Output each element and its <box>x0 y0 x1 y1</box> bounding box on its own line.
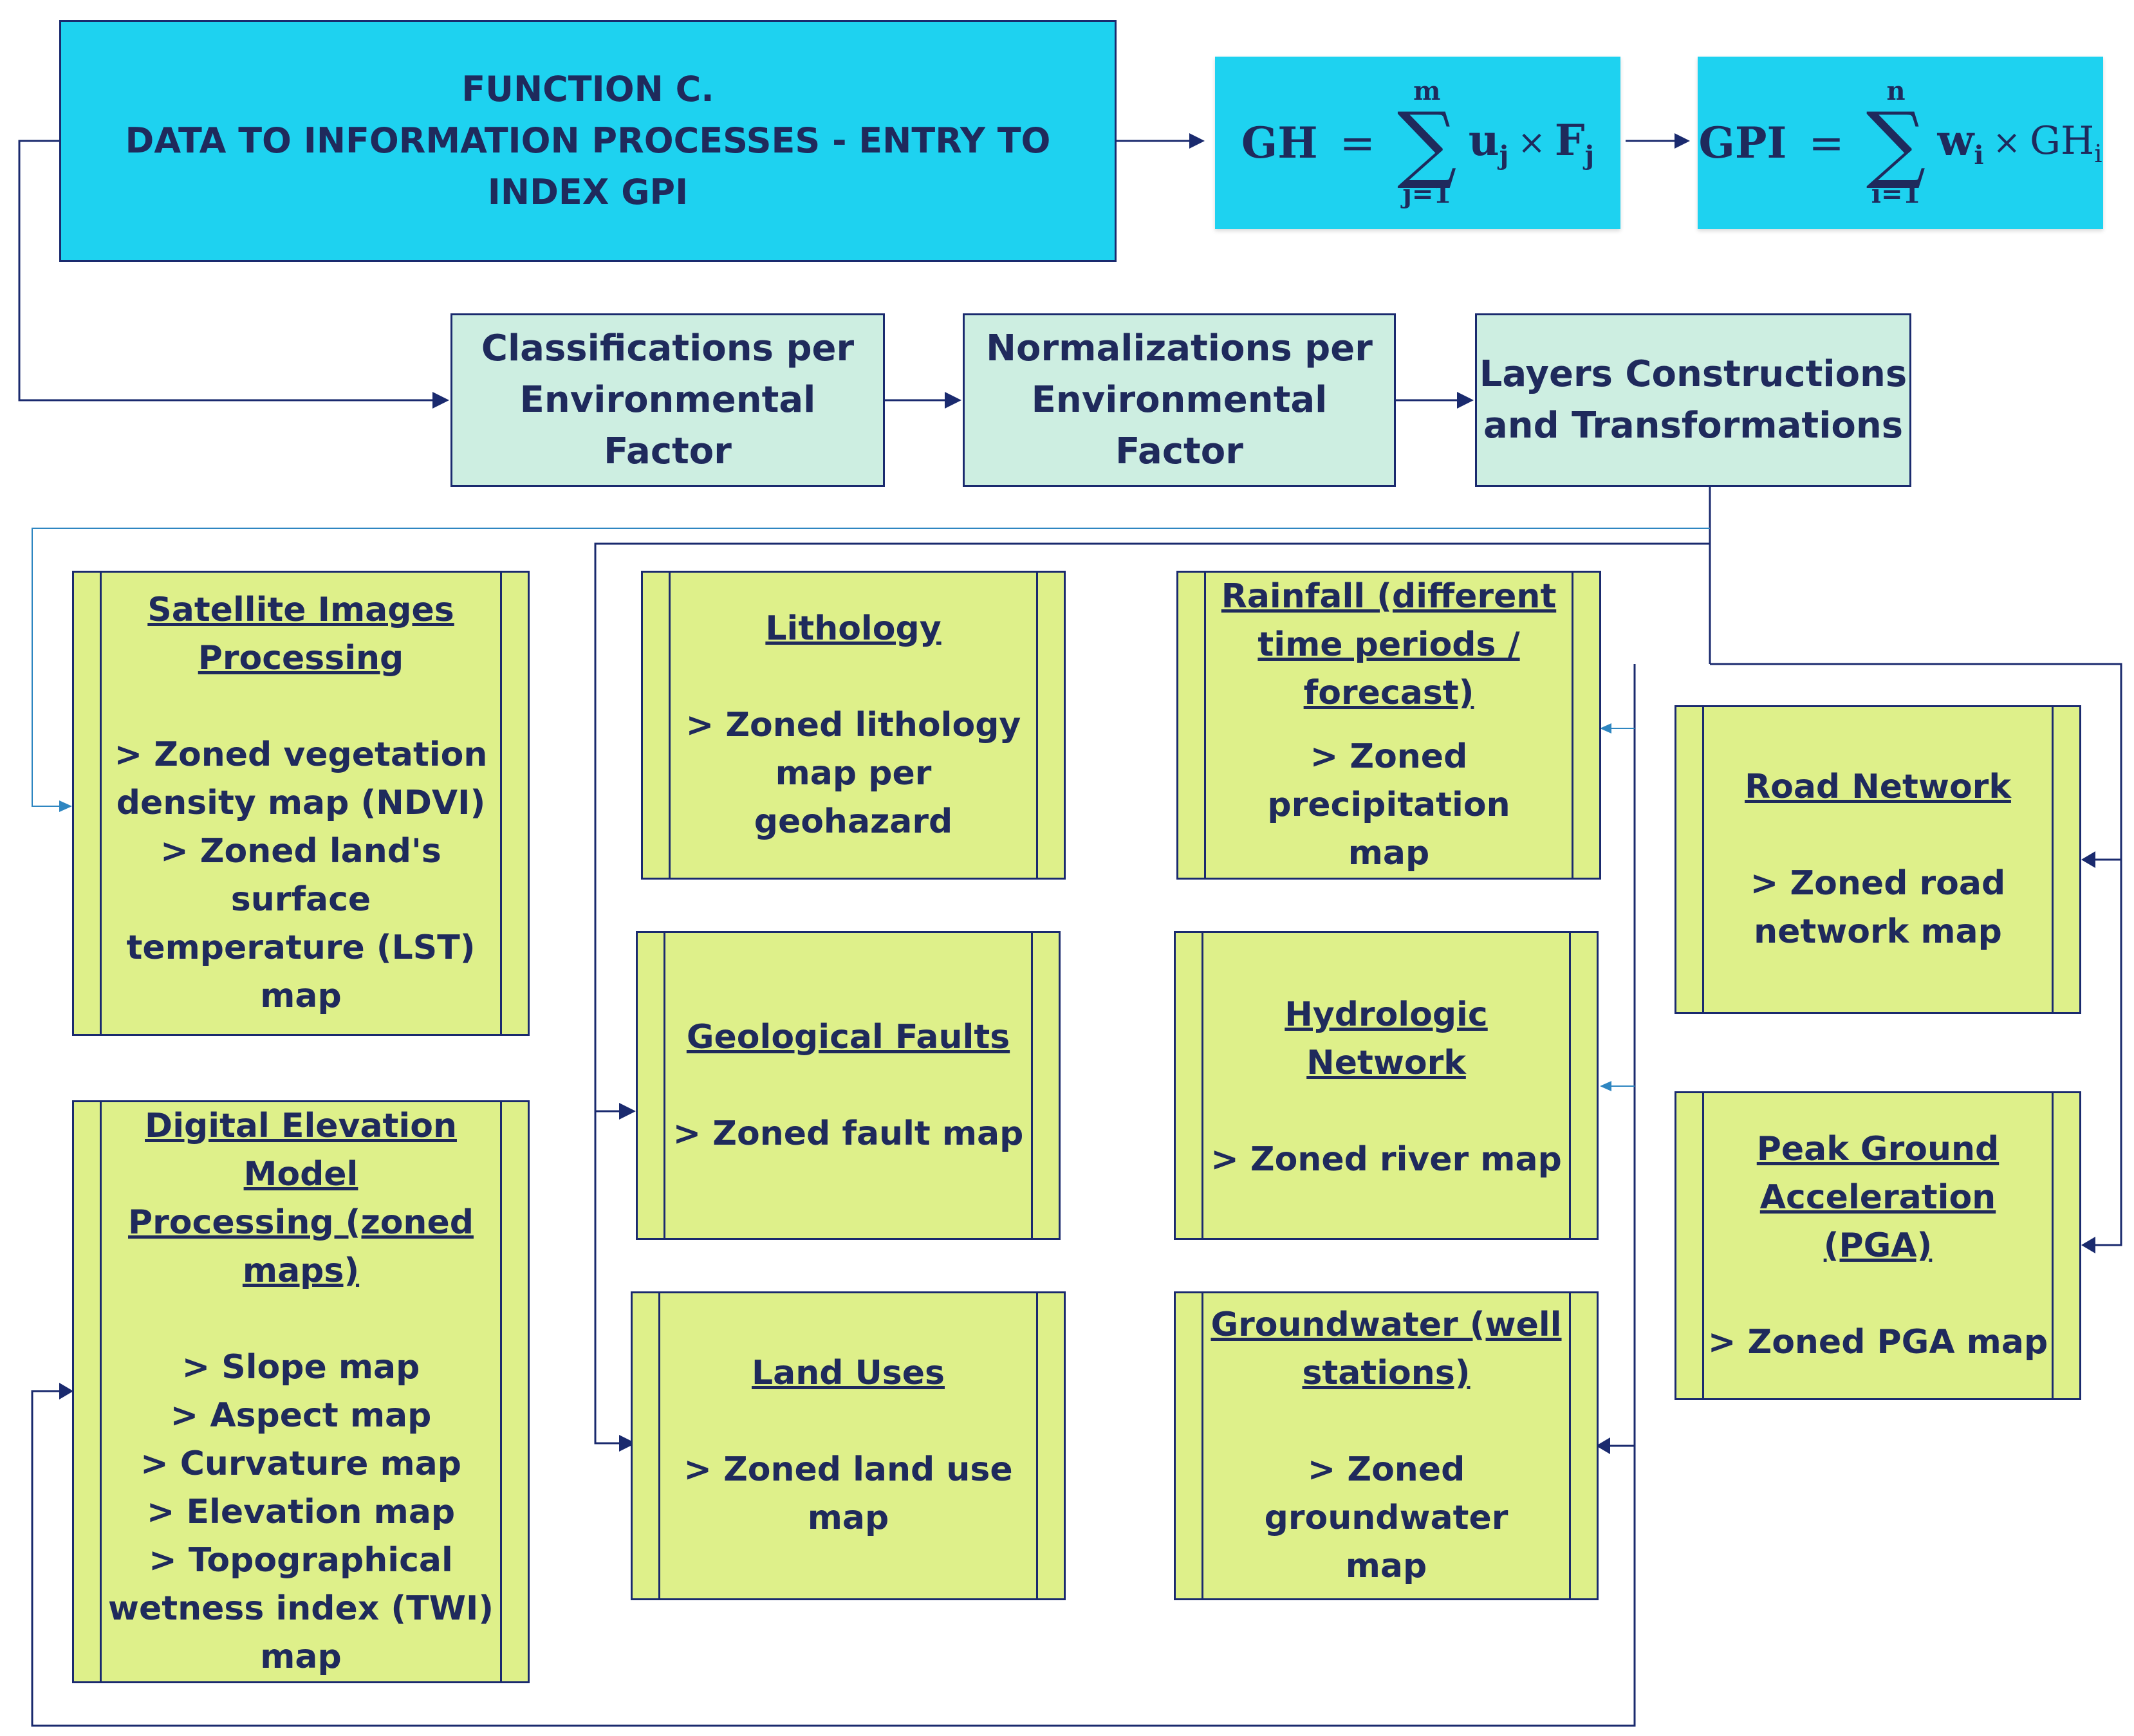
box-pga-title-2: Acceleration (PGA) <box>1759 1177 1996 1265</box>
box-road-item-1: > Zoned road <box>1750 864 2006 903</box>
formula-gpi: GPI = n ∑ i=1 wi × GHi <box>1698 57 2103 229</box>
box-landuse-item-1: > Zoned land use map <box>683 1450 1013 1537</box>
arrow-header-to-classifications <box>18 140 444 402</box>
box-dem-item-6: wetness index (TWI) <box>107 1589 494 1628</box>
process-layers: Layers Constructions and Transformations <box>1475 313 1911 487</box>
box-dem-title-1: Digital Elevation Model <box>145 1107 457 1194</box>
sigma-upper-limit: n <box>1886 76 1906 106</box>
box-road-title: Road Network <box>1745 768 2011 806</box>
box-satellite-item-3: > Zoned land's surface <box>160 832 441 919</box>
box-dem-title-2: Processing (zoned <box>128 1203 474 1242</box>
box-road-item-2: network map <box>1754 912 2002 951</box>
box-groundwater: Groundwater (well stations) > Zoned grou… <box>1174 1291 1599 1600</box>
box-dem-item-2: > Aspect map <box>170 1396 432 1435</box>
box-hydro-item-1: > Zoned river map <box>1211 1140 1562 1179</box>
process-classifications: Classifications per Environmental Factor <box>450 313 885 487</box>
box-rainfall-title-1: Rainfall (different <box>1221 577 1557 616</box>
sigma-lower-limit: j=1 <box>1402 179 1452 209</box>
box-satellite: Satellite Images Processing > Zoned vege… <box>72 571 530 1036</box>
box-satellite-title-2: Processing <box>198 639 404 678</box>
formula-gpi-lhs: GPI <box>1698 118 1787 168</box>
trunk-right-to-groundwater <box>31 664 1636 1727</box>
process-normalizations: Normalizations per Environmental Factor <box>963 313 1396 487</box>
arrow-layers-to-satellite <box>32 528 1710 807</box>
box-hydro-title: Hydrologic Network <box>1285 995 1488 1082</box>
box-groundwater-title-2: stations) <box>1302 1354 1471 1392</box>
box-rainfall-title-3: forecast) <box>1303 674 1474 712</box>
process-classifications-line-1: Classifications per <box>481 328 855 369</box>
box-dem-item-4: > Elevation map <box>146 1493 456 1531</box>
header-line-1: FUNCTION C. <box>461 69 714 109</box>
box-dem-item-5: > Topographical <box>149 1541 453 1580</box>
sigma-upper-limit: m <box>1413 76 1441 106</box>
formula-gpi-times: × <box>1992 124 2021 162</box>
process-layers-line-1: Layers Constructions <box>1479 353 1907 395</box>
box-groundwater-item-1: > Zoned groundwater <box>1264 1450 1508 1537</box>
formula-gh-times: × <box>1517 124 1546 162</box>
trunk-middle-column <box>594 542 1710 1445</box>
box-road: Road Network > Zoned road network map <box>1675 705 2081 1014</box>
process-normalizations-line-2: Environmental Factor <box>1031 379 1328 472</box>
process-classifications-line-2: Environmental Factor <box>519 379 816 472</box>
box-satellite-item-2: density map (NDVI) <box>116 784 486 822</box>
box-lithology-title: Lithology <box>765 609 942 648</box>
box-rainfall: Rainfall (different time periods / forec… <box>1176 571 1601 880</box>
box-dem-item-1: > Slope map <box>181 1348 420 1387</box>
formula-gpi-equals: = <box>1808 118 1844 168</box>
formula-gpi-w: wi <box>1937 115 1984 171</box>
box-rainfall-title-2: time periods / <box>1257 625 1520 664</box>
sigma-icon: n ∑ i=1 <box>1866 76 1926 209</box>
box-landuse: Land Uses > Zoned land use map <box>631 1291 1066 1600</box>
box-groundwater-item-2: map <box>1345 1547 1427 1585</box>
formula-gh-f: Fj <box>1554 115 1595 171</box>
sigma-icon: m ∑ j=1 <box>1396 76 1457 209</box>
box-satellite-title-1: Satellite Images <box>147 591 454 629</box>
box-rainfall-item-2: map <box>1348 834 1430 873</box>
trunk-right-column <box>1710 663 2122 1246</box>
formula-gh-u: uj <box>1468 115 1509 171</box>
box-satellite-item-4: temperature (LST) map <box>126 928 476 1015</box>
box-dem-item-3: > Curvature map <box>140 1445 461 1483</box>
formula-gpi-gh: GHi <box>2030 118 2102 168</box>
formula-gh-equals: = <box>1339 118 1375 168</box>
header-line-2: DATA TO INFORMATION PROCESSES - ENTRY TO… <box>125 120 1051 212</box>
process-layers-line-2: and Transformations <box>1483 405 1904 447</box>
box-pga-item-1: > Zoned PGA map <box>1707 1322 2048 1362</box>
box-faults-item-1: > Zoned fault map <box>673 1114 1024 1153</box>
box-hydro: Hydrologic Network > Zoned river map <box>1174 931 1599 1240</box>
function-header: FUNCTION C. DATA TO INFORMATION PROCESSE… <box>59 20 1117 262</box>
box-pga: Peak Ground Acceleration (PGA) > Zoned P… <box>1675 1091 2081 1400</box>
sigma-lower-limit: i=1 <box>1871 179 1921 209</box>
box-lithology-item-2: map per geohazard <box>754 753 953 841</box>
box-rainfall-item-1: > Zoned precipitation <box>1267 737 1510 824</box>
box-groundwater-title-1: Groundwater (well <box>1211 1306 1562 1344</box>
formula-gh: GH = m ∑ j=1 uj × Fj <box>1215 57 1620 229</box>
box-faults-title: Geological Faults <box>686 1017 1010 1057</box>
box-lithology: Lithology > Zoned lithology map per geoh… <box>641 571 1066 880</box>
box-landuse-title: Land Uses <box>752 1354 945 1392</box>
box-faults: Geological Faults > Zoned fault map <box>636 931 1061 1240</box>
box-dem-item-7: map <box>260 1638 342 1676</box>
formula-gh-lhs: GH <box>1241 118 1318 168</box>
box-dem-title-3: maps) <box>242 1251 360 1290</box>
process-normalizations-line-1: Normalizations per <box>986 328 1373 369</box>
box-lithology-item-1: > Zoned lithology <box>685 705 1021 744</box>
box-dem: Digital Elevation Model Processing (zone… <box>72 1100 530 1683</box>
box-pga-title-1: Peak Ground <box>1756 1129 1999 1168</box>
box-satellite-item-1: > Zoned vegetation <box>114 735 488 774</box>
